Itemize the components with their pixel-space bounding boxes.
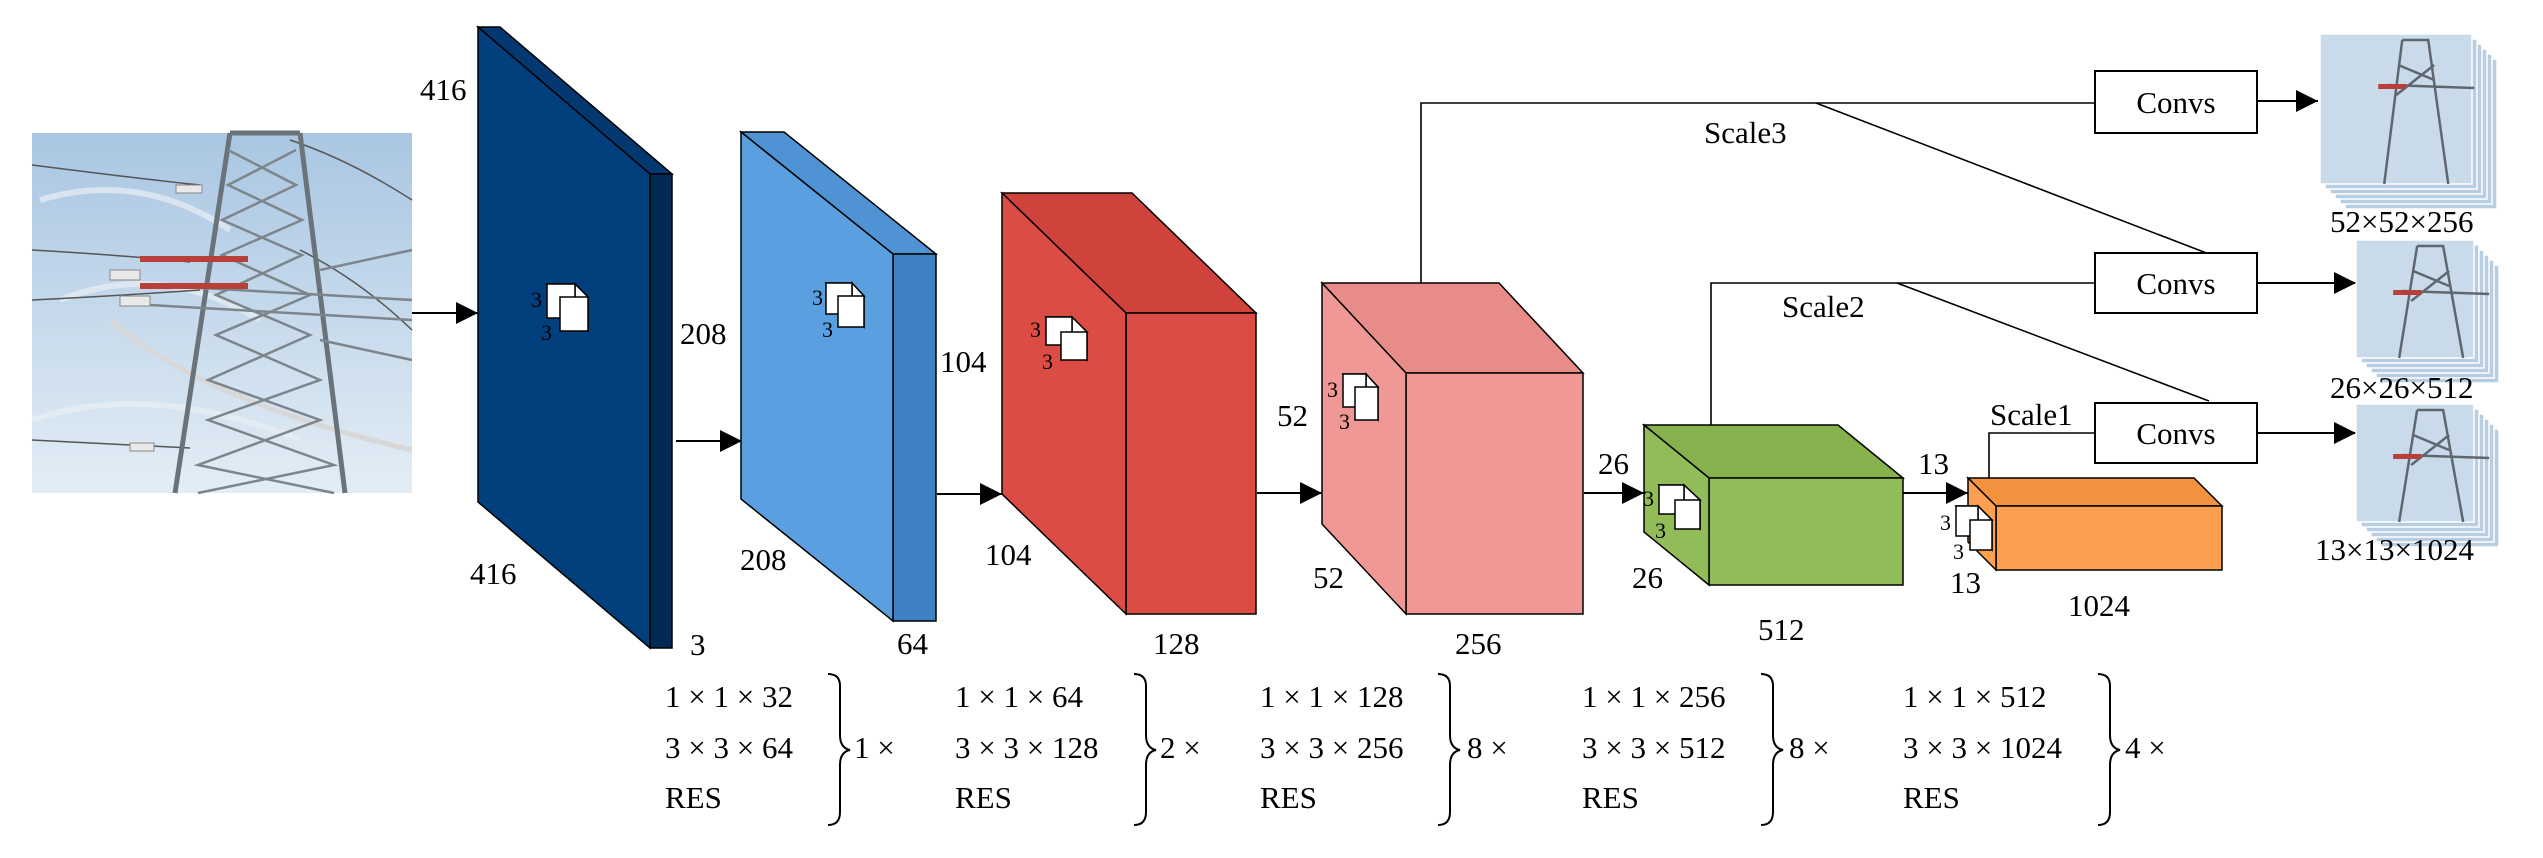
kernel-label-4a: 3 <box>1327 377 1338 402</box>
kernel-label-3a: 3 <box>1030 317 1041 342</box>
block1-depth-label: 3 <box>690 627 706 662</box>
kernel-label-5b: 3 <box>1655 518 1666 543</box>
output-stack-13 <box>2355 403 2500 548</box>
output-label-13: 13×13×1024 <box>2315 532 2474 567</box>
layer2-line2: 3 × 3 × 128 <box>955 730 1098 765</box>
kernel-cube-3 <box>1044 315 1089 362</box>
layer4-line1: 1 × 1 × 256 <box>1582 679 1725 714</box>
layer4-repeat: 8 × <box>1789 730 1830 765</box>
layer3-line1: 1 × 1 × 128 <box>1260 679 1403 714</box>
convs-box-2: Convs <box>2094 252 2258 314</box>
convs-label-3: Convs <box>2136 416 2215 451</box>
layer-group-4: 1 × 1 × 256 3 × 3 × 512 RES 8 × <box>1582 673 1830 826</box>
layer5-line1: 1 × 1 × 512 <box>1903 679 2046 714</box>
layer-group-1: 1 × 1 × 32 3 × 3 × 64 RES 1 × <box>665 673 895 826</box>
convs-box-1: Convs <box>2094 70 2258 134</box>
tower-silhouette <box>2397 244 2490 359</box>
kernel-cube-2 <box>824 281 866 329</box>
kernel-label-2b: 3 <box>822 317 833 342</box>
layer3-repeat: 8 × <box>1467 730 1508 765</box>
feature-block-6 <box>1966 476 2224 572</box>
layer1-repeat: 1 × <box>854 730 895 765</box>
layer5-repeat: 4 × <box>2125 730 2166 765</box>
scale-connections <box>1420 102 2210 478</box>
kernel-label-4b: 3 <box>1339 409 1350 434</box>
block4-width-label: 52 <box>1313 560 1344 595</box>
convs-box-3: Convs <box>2094 402 2258 464</box>
layer2-line1: 1 × 1 × 64 <box>955 679 1083 714</box>
layer1-line1: 1 × 1 × 32 <box>665 679 793 714</box>
insulator-mark <box>2393 290 2422 295</box>
block6-height-label: 13 <box>1918 446 1949 481</box>
block5-height-label: 26 <box>1598 446 1629 481</box>
layer2-line3: RES <box>955 780 1012 815</box>
brace-5 <box>2097 673 2121 826</box>
output-stack-52 <box>2319 33 2498 210</box>
layer-group-2: 1 × 1 × 64 3 × 3 × 128 RES 2 × <box>955 673 1201 826</box>
layer2-repeat: 2 × <box>1160 730 1201 765</box>
block3-width-label: 104 <box>985 537 1032 572</box>
output-label-52: 52×52×256 <box>2330 204 2473 239</box>
kernel-label-1a: 3 <box>531 287 542 312</box>
kernel-label-2a: 3 <box>812 285 823 310</box>
layer5-line2: 3 × 3 × 1024 <box>1903 730 2062 765</box>
feature-block-5 <box>1641 423 1906 587</box>
feature-block-2 <box>738 130 939 623</box>
scale2-label: Scale2 <box>1782 289 1865 324</box>
block4-depth-label: 256 <box>1455 626 1502 661</box>
input-image <box>31 130 413 495</box>
layer4-line2: 3 × 3 × 512 <box>1582 730 1725 765</box>
layer4-line3: RES <box>1582 780 1639 815</box>
brace-2 <box>1133 673 1157 826</box>
scale1-label: Scale1 <box>1990 397 2073 432</box>
kernel-cube-1 <box>545 282 590 333</box>
kernel-label-6b: 3 <box>1953 539 1964 564</box>
brace-4 <box>1760 673 1784 826</box>
convs-label-2: Convs <box>2136 266 2215 301</box>
insulator-mark <box>2378 84 2407 89</box>
feature-block-4 <box>1320 281 1585 616</box>
block3-depth-label: 128 <box>1153 626 1200 661</box>
feature-map-layer <box>2319 33 2473 185</box>
feature-block-1 <box>475 25 675 650</box>
block2-width-label: 208 <box>740 542 787 577</box>
output-arrows <box>2257 90 2356 444</box>
output-stack-26 <box>2355 239 2500 384</box>
block3-height-label: 104 <box>940 344 987 379</box>
kernel-label-6a: 3 <box>1940 510 1951 535</box>
layer-group-5: 1 × 1 × 512 3 × 3 × 1024 RES 4 × <box>1903 673 2166 826</box>
block1-width-label: 416 <box>470 556 517 591</box>
kernel-cube-5 <box>1657 483 1702 531</box>
block2-depth-label: 64 <box>897 626 929 661</box>
layer1-line3: RES <box>665 780 722 815</box>
block1-height-label: 416 <box>420 72 467 107</box>
layer3-line2: 3 × 3 × 256 <box>1260 730 1403 765</box>
insulator-mark <box>2393 454 2422 459</box>
block5-depth-label: 512 <box>1758 612 1805 647</box>
kernel-cube-4 <box>1341 372 1380 422</box>
block4-height-label: 52 <box>1277 398 1308 433</box>
output-label-26: 26×26×512 <box>2330 370 2473 405</box>
brace-3 <box>1437 673 1461 826</box>
layer5-line3: RES <box>1903 780 1960 815</box>
layer1-line2: 3 × 3 × 64 <box>665 730 793 765</box>
block2-height-label: 208 <box>680 316 727 351</box>
scale3-label: Scale3 <box>1704 115 1787 150</box>
kernel-cube-6 <box>1954 504 1994 552</box>
kernel-label-5a: 3 <box>1643 486 1654 511</box>
tower-silhouette <box>2382 38 2475 185</box>
kernel-label-3b: 3 <box>1042 349 1053 374</box>
kernel-label-1b: 3 <box>541 320 552 345</box>
brace-1 <box>827 673 851 826</box>
layer3-line3: RES <box>1260 780 1317 815</box>
tower-silhouette <box>2397 408 2490 523</box>
layer-group-3: 1 × 1 × 128 3 × 3 × 256 RES 8 × <box>1260 673 1508 826</box>
feature-block-3 <box>1000 191 1258 616</box>
block5-width-label: 26 <box>1632 560 1663 595</box>
flow-arrows <box>412 302 1968 505</box>
convs-label-1: Convs <box>2136 85 2215 120</box>
block6-depth-label: 1024 <box>2068 588 2131 623</box>
block6-width-label: 13 <box>1950 565 1981 600</box>
